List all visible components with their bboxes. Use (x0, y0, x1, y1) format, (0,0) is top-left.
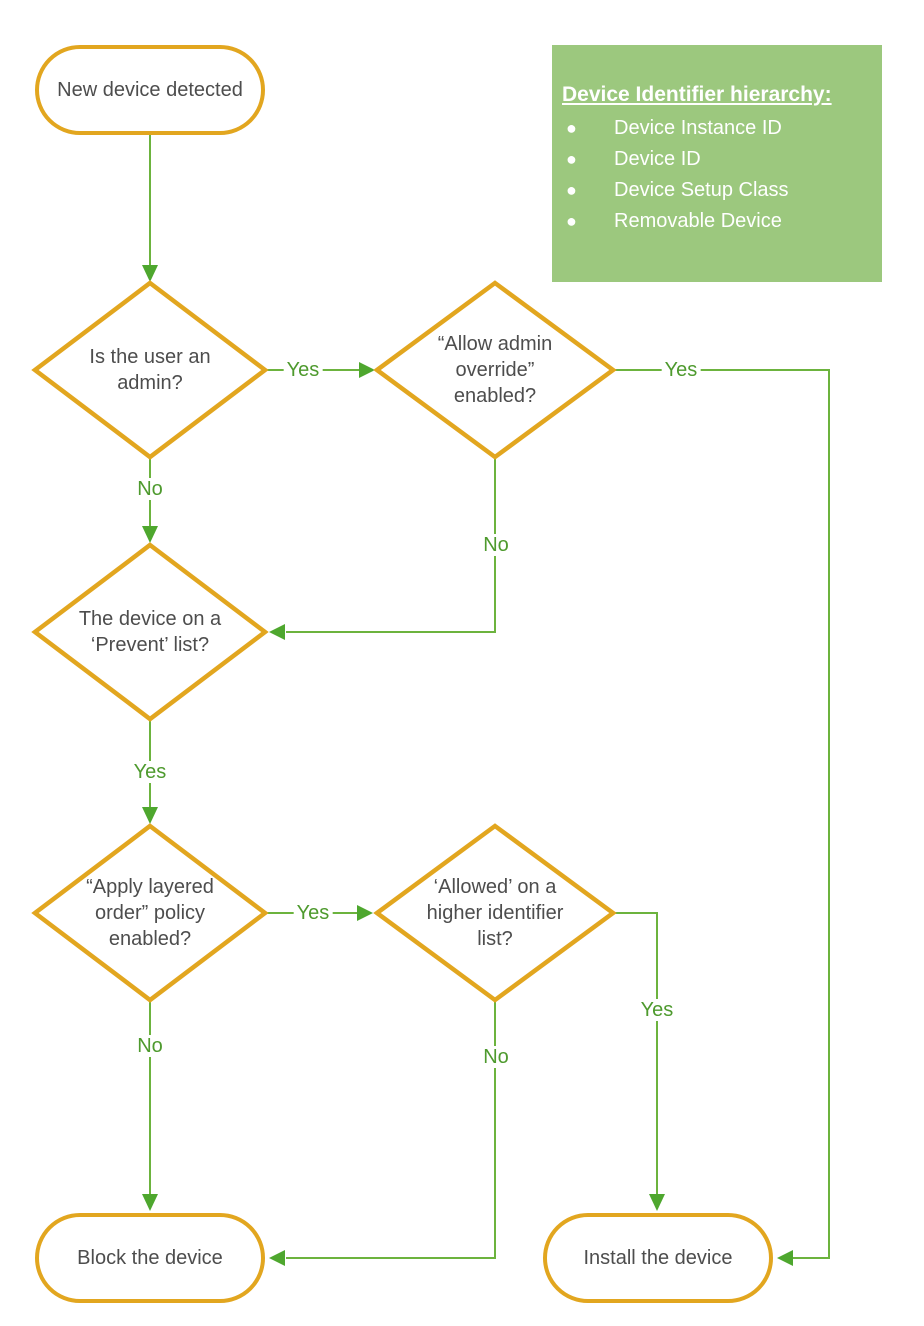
arrowhead-into-block-top (142, 1194, 158, 1211)
edge-override-no-to-prevent (286, 457, 496, 633)
edge-label-override-yes: Yes (661, 359, 701, 381)
diamond-prevent-shape (31, 542, 269, 722)
arrowhead-into-override (359, 362, 375, 378)
list-item: ● Device Instance ID (562, 117, 872, 148)
arrowhead-into-prevent-top (142, 526, 158, 543)
edge-label-allowed-yes: Yes (637, 999, 677, 1021)
admin-decision-label: Is the user an admin? (89, 346, 211, 394)
edge-allowed-no-to-block (286, 1000, 496, 1259)
legend-title: Device Identifier hierarchy: (562, 83, 832, 106)
bullet-icon: ● (566, 118, 577, 138)
diamond-allowed-shape (373, 823, 617, 1003)
bullet-icon: ● (566, 211, 577, 231)
arrowhead-into-admin (142, 265, 158, 282)
install-device-label: Install the device (583, 1247, 733, 1269)
bullet-icon: ● (566, 180, 577, 200)
edge-override-yes-to-install (613, 369, 830, 1259)
edge-label-prevent-yes: Yes (130, 761, 170, 783)
legend-item-label: Removable Device (614, 210, 782, 232)
block-device-label: Block the device (77, 1247, 223, 1269)
arrowhead-into-install-right (777, 1250, 793, 1266)
diamond-layered-shape (31, 823, 269, 1003)
edge-label-admin-no: No (134, 478, 166, 500)
install-device-node: Install the device (543, 1213, 773, 1303)
arrowhead-into-allowed (357, 905, 373, 921)
prevent-decision-label: The device on a ‘Prevent’ list? (78, 608, 222, 656)
block-device-node: Block the device (35, 1213, 265, 1303)
start-node: New device detected (35, 45, 265, 135)
arrowhead-into-prevent-right (269, 624, 285, 640)
legend-item-label: Device ID (614, 148, 701, 170)
edge-label-layered-no: No (134, 1035, 166, 1057)
edge-allowed-yes-to-install (613, 912, 658, 1196)
override-decision-label: “Allow admin override” enabled? (437, 333, 553, 407)
bullet-icon: ● (566, 149, 577, 169)
edge-label-layered-yes: Yes (293, 902, 333, 924)
device-identifier-hierarchy-panel: Device Identifier hierarchy: ● Device In… (552, 45, 882, 282)
start-node-label: New device detected (57, 79, 243, 101)
legend-item-label: Device Instance ID (614, 117, 782, 139)
legend-item-label: Device Setup Class (614, 179, 789, 201)
list-item: ● Removable Device (562, 210, 872, 241)
arrowhead-into-layered (142, 807, 158, 824)
allowed-decision-label: ‘Allowed’ on a higher identifier list? (426, 876, 564, 950)
layered-decision-label: “Apply layered order” policy enabled? (86, 876, 214, 950)
diamond-admin-shape (31, 280, 269, 460)
diamond-override-shape (373, 280, 617, 460)
edge-label-allowed-no: No (480, 1046, 512, 1068)
edge-label-override-no: No (480, 534, 512, 556)
arrowhead-into-install-top (649, 1194, 665, 1211)
edge-label-admin-yes: Yes (283, 359, 323, 381)
list-item: ● Device Setup Class (562, 179, 872, 210)
list-item: ● Device ID (562, 148, 872, 179)
arrowhead-into-block-right (269, 1250, 285, 1266)
